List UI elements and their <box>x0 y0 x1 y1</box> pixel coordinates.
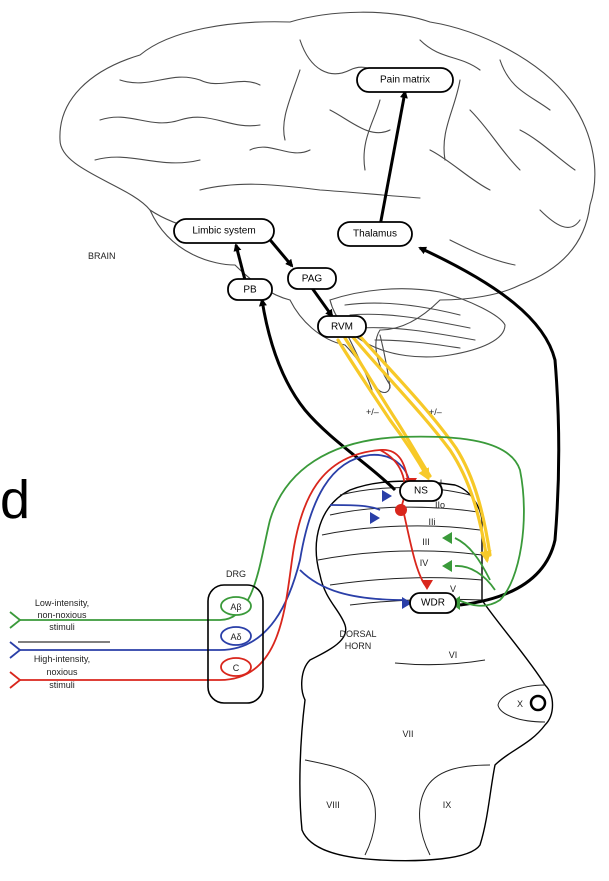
abeta-terminal-iv <box>442 560 452 572</box>
pb-label: PB <box>243 285 257 296</box>
adelta-branch-i <box>330 505 380 510</box>
abeta-terminal-iii <box>442 532 452 544</box>
abeta-input-fork <box>10 612 20 628</box>
pag-label: PAG <box>302 274 323 285</box>
lamina-iio-label: IIo <box>435 500 445 510</box>
lamina-vi-label: VI <box>449 650 458 660</box>
lamina-line-7 <box>395 660 485 665</box>
c-terminal-iio <box>395 504 407 516</box>
node-pb: PB <box>228 279 272 300</box>
primary-afferent-fibers <box>10 437 524 688</box>
drg-title: DRG <box>226 569 246 579</box>
lamina-vii-label: VII <box>402 729 413 739</box>
node-limbic-system: Limbic system <box>174 219 274 243</box>
arrow-thalamus-to-pain-matrix <box>380 92 405 226</box>
c-terminal-v <box>421 580 433 590</box>
modulation-right-label: +/– <box>429 407 442 417</box>
lamina-iii-label: III <box>422 537 430 547</box>
node-rvm: RVM <box>318 316 366 337</box>
c-input-fork <box>10 672 20 688</box>
node-pain-matrix: Pain matrix <box>357 68 453 92</box>
low-intensity-label-1: Low-intensity, <box>35 598 89 608</box>
adelta-label: Aδ <box>230 632 241 642</box>
drg-panel: DRG Aβ Aδ C <box>208 569 263 703</box>
ascending-pathways <box>236 92 559 605</box>
lamina-viii-label: VIII <box>326 800 340 810</box>
node-wdr: WDR <box>410 593 456 613</box>
ventral-horn-left <box>305 760 375 855</box>
lamina-iii-inner-label: IIi <box>428 517 435 527</box>
adelta-input-fork <box>10 642 20 658</box>
node-thalamus: Thalamus <box>338 222 412 246</box>
lamina-line-5 <box>330 578 482 585</box>
ventral-horn-right <box>420 765 490 855</box>
high-intensity-label-1: High-intensity, <box>34 654 90 664</box>
brain-label: BRAIN <box>88 251 116 261</box>
spinal-cord-section: I IIo IIi III IV V VI VII VIII IX X DORS… <box>300 478 553 861</box>
ns-label: NS <box>414 486 428 497</box>
lamina-v-label: V <box>450 584 456 594</box>
arrow-pb-to-limbic <box>236 245 245 280</box>
rvm-label: RVM <box>331 322 353 333</box>
adelta-branch-v <box>300 570 405 600</box>
lamina-ix-label: IX <box>443 800 452 810</box>
lamina-line-4 <box>318 551 482 560</box>
dorsal-horn-label-2: HORN <box>345 641 372 651</box>
adelta-terminal-iio <box>370 512 380 524</box>
dorsal-horn-label-1: DORSAL <box>339 629 376 639</box>
high-intensity-label-3: stimuli <box>49 680 75 690</box>
yellow-path-3 <box>352 336 487 560</box>
node-ns: NS <box>400 481 442 501</box>
wdr-label: WDR <box>421 598 445 609</box>
limbic-system-label: Limbic system <box>192 226 255 237</box>
lamina-x-label: X <box>517 699 523 709</box>
node-pag: PAG <box>288 268 336 289</box>
stimuli-labels: Low-intensity, non-noxious stimuli High-… <box>18 598 110 690</box>
lamina-line-3 <box>322 526 480 535</box>
central-canal <box>531 696 545 710</box>
pain-matrix-label: Pain matrix <box>380 75 430 86</box>
lamina-iv-label: IV <box>420 558 429 568</box>
edge-glyph: d <box>0 470 30 530</box>
high-intensity-label-2: noxious <box>46 667 78 677</box>
abeta-label: Aβ <box>230 602 241 612</box>
low-intensity-label-2: non-noxious <box>37 610 87 620</box>
thalamus-label: Thalamus <box>353 229 397 240</box>
arrow-pag-to-rvm <box>312 288 332 316</box>
c-label: C <box>233 663 240 673</box>
adelta-terminal-i <box>382 490 392 502</box>
low-intensity-label-3: stimuli <box>49 622 75 632</box>
modulation-left-label: +/– <box>366 407 379 417</box>
